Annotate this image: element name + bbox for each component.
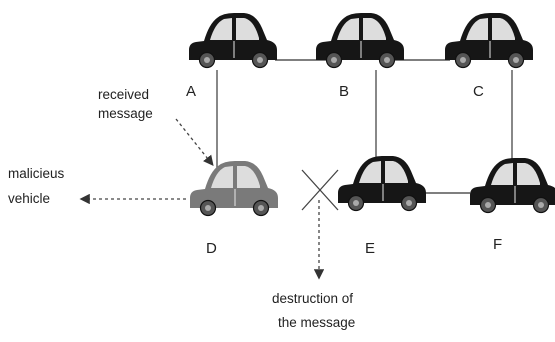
car-d-icon — [190, 161, 278, 217]
car-a-icon — [189, 13, 277, 69]
car-f-icon — [470, 158, 555, 214]
car-c-icon — [445, 13, 533, 69]
broken-link-icon — [301, 169, 339, 211]
node-label-a: A — [186, 83, 196, 100]
received-message-label-line1: received — [98, 87, 149, 102]
node-label-f: F — [493, 236, 502, 253]
car-b-icon — [316, 13, 404, 69]
node-label-e: E — [365, 240, 375, 257]
node-label-d: D — [206, 240, 217, 257]
destruction-label-line1: destruction of — [272, 291, 353, 306]
destruction-label-line2: the message — [278, 315, 355, 330]
car-e-icon — [338, 156, 426, 212]
node-label-c: C — [473, 83, 484, 100]
received-message-arrow — [175, 118, 214, 167]
received-message-label-line2: message — [98, 106, 153, 121]
node-label-b: B — [339, 83, 349, 100]
malicious-vehicle-label-line2: vehicle — [8, 191, 50, 206]
malicious-vehicle-label-line1: malicieus — [8, 166, 65, 181]
